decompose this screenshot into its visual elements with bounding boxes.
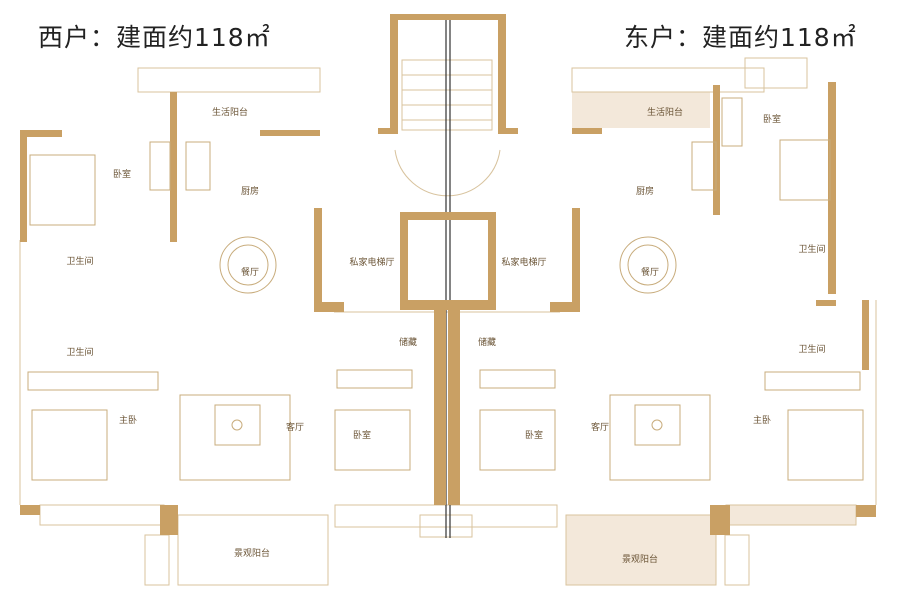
east-master-sill-shade — [726, 505, 856, 525]
east-kitchen-label: 厨房 — [636, 185, 654, 197]
walls — [20, 14, 876, 535]
west-storage-label: 储藏 — [399, 336, 417, 348]
east-view-balcony-label: 景观阳台 — [622, 553, 658, 565]
east-lift-hall-label: 私家电梯厅 — [501, 256, 546, 268]
west-lift-hall-label: 私家电梯厅 — [349, 256, 394, 268]
east-unit-title: 东户：建面约118㎡ — [624, 23, 857, 52]
east-room-labels: 生活阳台 卧室 厨房 卫生间 卫生间 餐厅 私家电梯厅 储藏 主卧 客厅 卧室 … — [478, 106, 826, 565]
west-bath-2-label: 卫生间 — [66, 346, 93, 358]
east-bath-2-label: 卫生间 — [798, 343, 825, 355]
west-view-balcony-label: 景观阳台 — [234, 547, 270, 559]
east-living-label: 客厅 — [591, 421, 609, 433]
west-kitchen-label: 厨房 — [241, 185, 259, 197]
east-master-label: 主卧 — [753, 414, 771, 426]
east-service-balcony-shade — [572, 92, 710, 128]
east-bedroom-s-label: 卧室 — [525, 429, 543, 441]
west-dining-label: 餐厅 — [241, 266, 259, 278]
east-dining-label: 餐厅 — [641, 266, 659, 278]
east-bedroom-ne-label: 卧室 — [763, 113, 781, 125]
east-bath-1-label: 卫生间 — [798, 243, 825, 255]
west-service-balcony-label: 生活阳台 — [212, 106, 248, 118]
west-bath-1-label: 卫生间 — [66, 255, 93, 267]
east-storage-label: 储藏 — [478, 336, 496, 348]
furniture — [27, 97, 864, 481]
west-unit-title: 西户：建面约118㎡ — [38, 23, 271, 52]
east-service-balcony-label: 生活阳台 — [647, 106, 683, 118]
west-room-labels: 生活阳台 卧室 厨房 卫生间 卫生间 餐厅 私家电梯厅 储藏 主卧 客厅 卧室 … — [66, 106, 417, 559]
east-view-balcony-shade — [566, 515, 716, 585]
west-bedroom-nw-label: 卧室 — [113, 168, 131, 180]
west-master-label: 主卧 — [119, 414, 137, 426]
west-bedroom-s-label: 卧室 — [353, 429, 371, 441]
west-living-label: 客厅 — [286, 421, 304, 433]
